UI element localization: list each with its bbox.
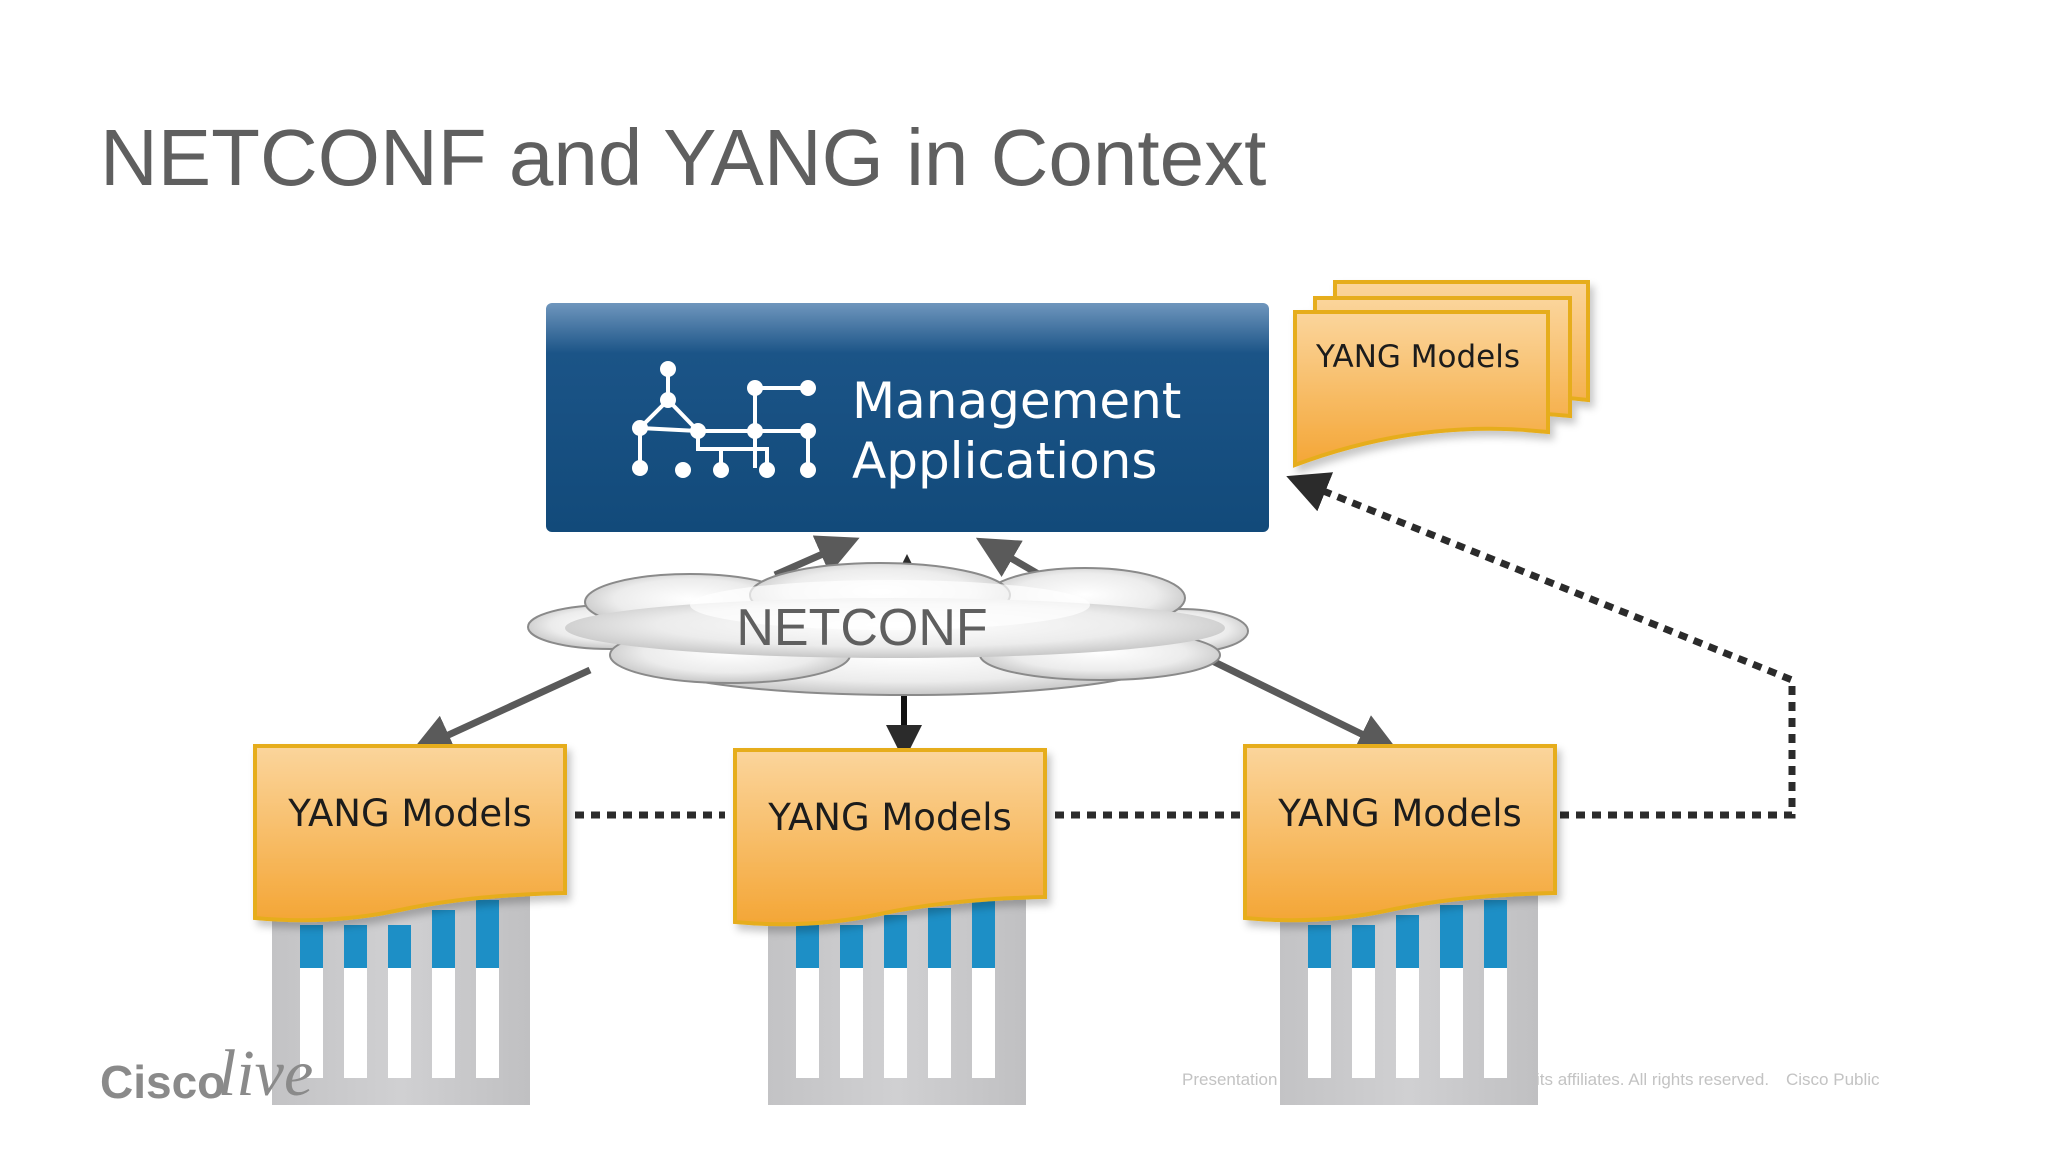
slide-title: NETCONF and YANG in Context — [100, 113, 1267, 202]
network-device-3: YANG Models — [1243, 744, 1557, 1105]
device-3-yang-models: YANG Models — [1243, 744, 1557, 923]
live-logo-script: live — [218, 1037, 313, 1110]
cisco-logo-text: Cisco — [100, 1056, 225, 1108]
management-label-line1: Management — [852, 372, 1181, 430]
device-2-yang-models: YANG Models — [733, 748, 1047, 927]
cloud-to-app-arrow-left — [773, 535, 860, 579]
cloud-to-device-arrow-right — [1188, 646, 1400, 753]
network-device-2: YANG Models — [733, 748, 1047, 1105]
netconf-label: NETCONF — [736, 599, 987, 657]
network-topology-icon — [632, 361, 816, 478]
cloud-to-device-arrow-left — [410, 666, 592, 754]
management-label-line2: Applications — [852, 432, 1157, 490]
cloud-to-app-arrow-right — [975, 537, 1042, 579]
top-yang-models-label: YANG Models — [1315, 339, 1520, 375]
footer-presentation: Presentation — [1182, 1070, 1278, 1089]
device-3-yang-label: YANG Models — [1277, 792, 1522, 835]
device-1-yang-label: YANG Models — [287, 792, 532, 835]
footer-copyright: its affiliates. All rights reserved. — [1536, 1070, 1770, 1089]
dotted-link-device3-to-app — [1286, 472, 1796, 819]
network-device-1: YANG Models — [253, 744, 567, 1105]
management-applications-box: Management Applications — [546, 303, 1269, 532]
cisco-live-logo: Cisco live — [100, 1037, 313, 1110]
device-1-yang-models: YANG Models — [253, 744, 567, 923]
footer-cisco-public: Cisco Public — [1786, 1070, 1880, 1089]
top-yang-models-stack: YANG Models — [1293, 280, 1590, 468]
netconf-cloud: NETCONF — [527, 562, 1249, 696]
device-2-yang-label: YANG Models — [767, 796, 1012, 839]
